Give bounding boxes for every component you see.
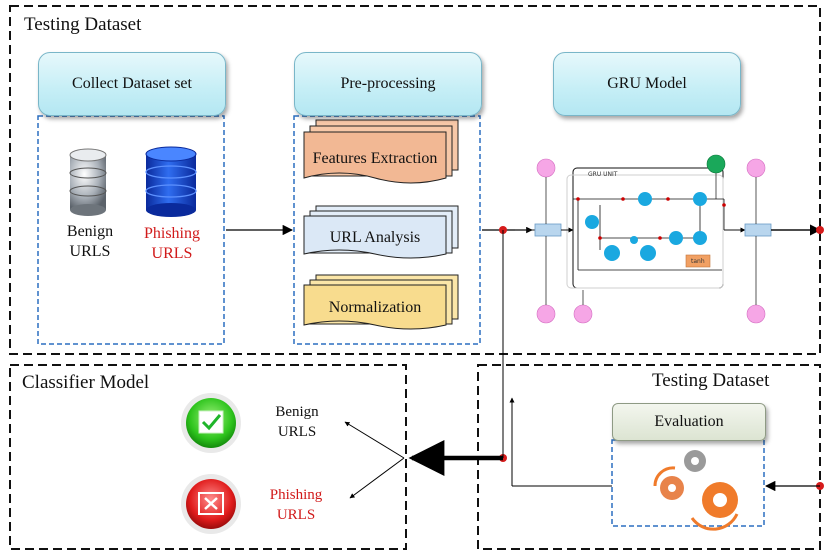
phishing-urls-label: Phishing URLS xyxy=(143,225,200,262)
collect-panel xyxy=(37,115,225,345)
benign-urls-label: Benign URLS xyxy=(66,223,114,260)
arrow-benign-output xyxy=(344,421,405,459)
testing-bottom-frame xyxy=(477,364,821,550)
junction-dot xyxy=(816,226,824,234)
collect-dataset-title: Collect Dataset set xyxy=(72,75,192,92)
classifier-phishing-label: Phishing URLS xyxy=(269,487,323,523)
preprocessing-box: Pre-processing xyxy=(294,52,482,116)
normalization-card-stack xyxy=(303,274,459,330)
classifier-frame xyxy=(9,364,407,550)
features-extraction-step: Features Extraction xyxy=(312,150,438,167)
gears-icon xyxy=(653,450,739,531)
gru-model-title: GRU Model xyxy=(607,75,687,92)
preprocessing-title: Pre-processing xyxy=(340,75,436,92)
testing-bottom-title: Testing Dataset xyxy=(652,370,770,391)
benign-database-icon xyxy=(69,148,107,216)
gru-unit-diagram: GRU UNIT tanh xyxy=(515,154,822,324)
url-analysis-card-stack xyxy=(303,205,459,259)
top-section-title: Testing Dataset xyxy=(24,14,142,35)
check-icon xyxy=(181,393,241,453)
evaluation-box: Evaluation xyxy=(612,403,766,441)
normalization-step: Normalization xyxy=(328,299,422,316)
gru-model-box: GRU Model xyxy=(553,52,741,116)
classifier-benign-label: Benign URLS xyxy=(275,404,319,440)
preprocessing-panel xyxy=(293,115,481,345)
gru-unit-label: GRU UNIT xyxy=(588,171,618,178)
gru-gate-label: tanh xyxy=(691,258,705,265)
url-analysis-step: URL Analysis xyxy=(329,229,421,246)
classifier-title: Classifier Model xyxy=(22,372,150,393)
collect-dataset-box: Collect Dataset set xyxy=(38,52,226,116)
evaluation-title: Evaluation xyxy=(654,413,724,430)
cross-icon xyxy=(181,474,241,534)
top-section-frame xyxy=(9,5,821,355)
phishing-database-icon xyxy=(145,146,197,217)
arrow-phishing-output xyxy=(349,457,405,499)
features-card-stack xyxy=(303,119,459,184)
